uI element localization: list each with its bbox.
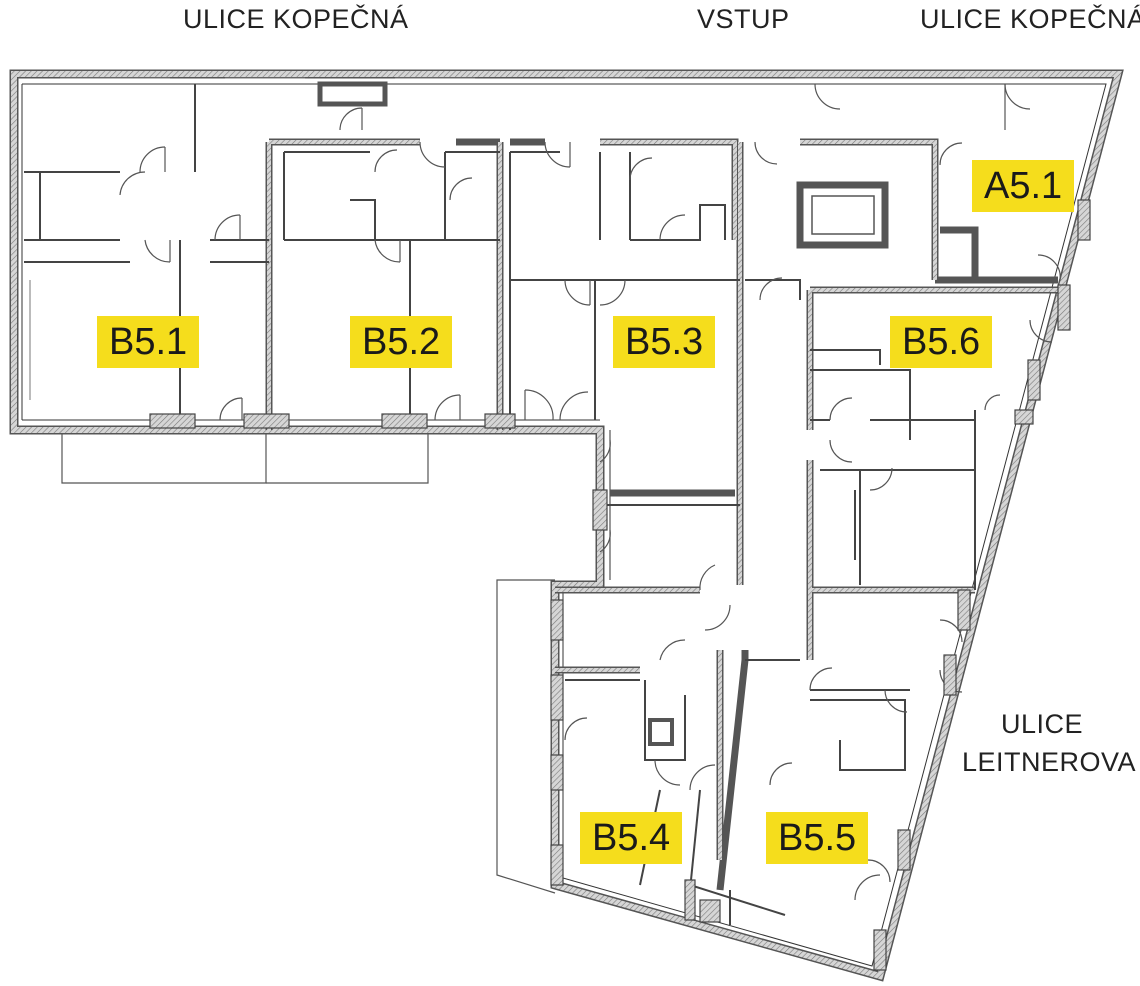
balconies [61,428,611,894]
stair-shaft [317,81,889,746]
street-label-leitnerova-line2: LEITNEROVA [962,747,1137,777]
door-swings [119,83,1061,901]
street-label-leitnerova: ULICE LEITNEROVA [962,705,1137,781]
inner-walls-hatch [267,140,1060,860]
street-label-leitnerova-line1: ULICE [1000,709,1084,739]
facade-window-lines [29,77,1040,400]
unit-label-b5-3[interactable]: B5.3 [613,316,716,368]
outer-wall-inner-line [21,83,1107,967]
street-label-kopecna-left: ULICE KOPEČNÁ [183,4,409,34]
unit-label-a5-1[interactable]: A5.1 [972,160,1075,212]
unit-label-b5-1[interactable]: B5.1 [97,316,200,368]
unit-label-b5-5[interactable]: B5.5 [766,812,869,864]
inner-walls [265,138,1060,891]
entrance-label: VSTUP [697,4,790,34]
unit-label-b5-4[interactable]: B5.4 [580,812,683,864]
unit-label-b5-2[interactable]: B5.2 [350,316,453,368]
street-label-kopecna-right: ULICE KOPEČNÁ [920,4,1140,34]
windows [149,199,1091,971]
outer-walls [9,69,1124,982]
unit-label-b5-6[interactable]: B5.6 [890,316,993,368]
